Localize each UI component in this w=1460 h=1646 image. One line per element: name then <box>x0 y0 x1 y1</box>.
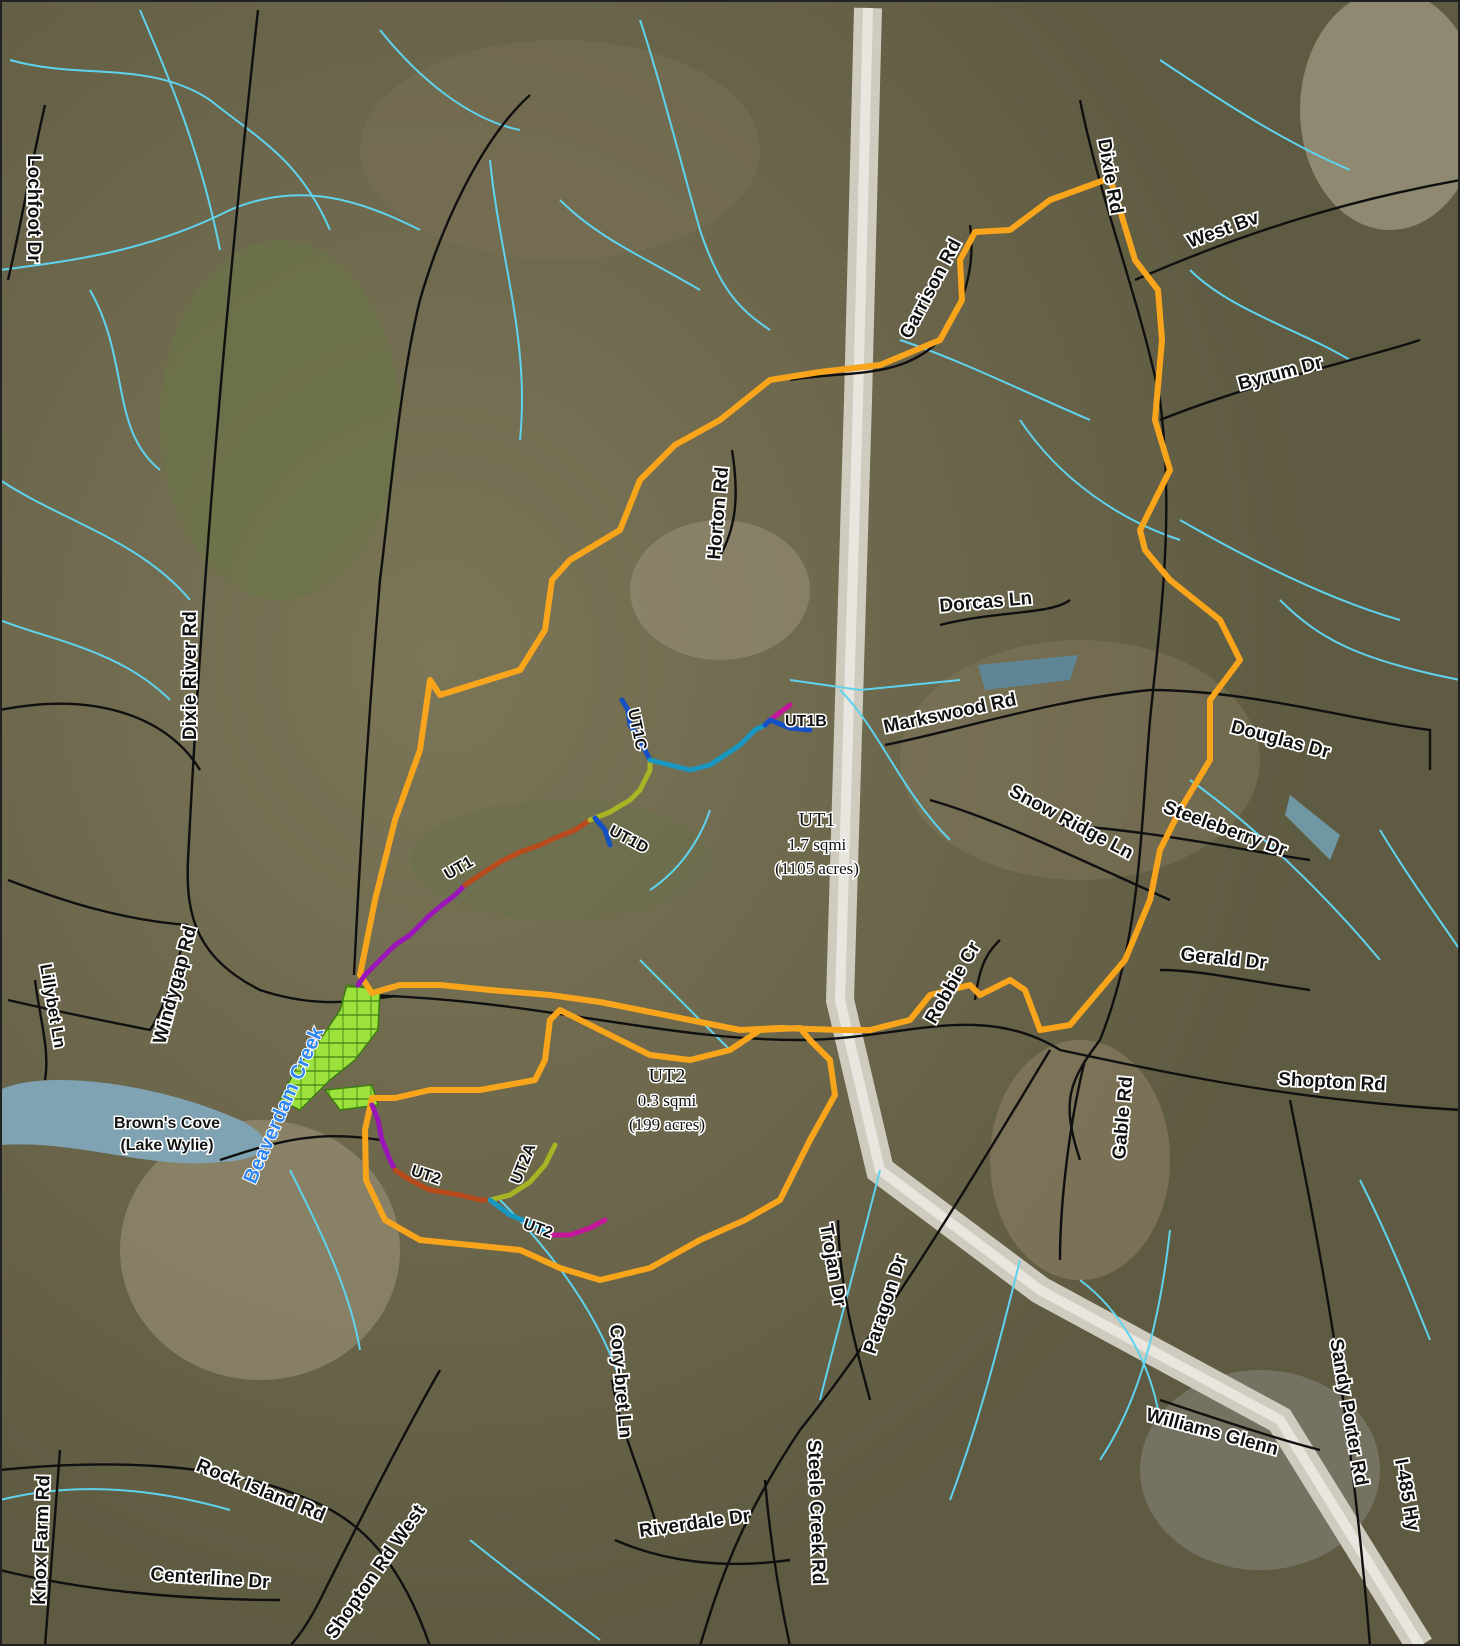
wetland-area <box>278 984 381 1111</box>
watershed-area: 1.7 sqmi <box>788 835 847 854</box>
lake-label: Brown's Cove (Lake Wylie) <box>112 1114 221 1156</box>
reach-ut1-lower <box>355 882 468 988</box>
watershed-boundaries <box>357 175 1243 1283</box>
pond <box>1285 795 1340 860</box>
reach-ut2-upper <box>487 1197 553 1238</box>
reach-ut2-middle <box>392 1167 493 1203</box>
watershed-acres: (199 acres) <box>629 1115 705 1134</box>
reach-ut1-main-upper <box>647 722 768 773</box>
ut2-watershed-boundary <box>362 1007 838 1283</box>
lake-name-sub: (Lake Wylie) <box>120 1137 213 1154</box>
reach-ut1b-east <box>767 717 813 733</box>
stream-label: UT1B <box>785 713 827 730</box>
watershed-acres: (1105 acres) <box>775 859 859 878</box>
watershed-name: UT1 <box>799 809 836 831</box>
watershed-area: 0.3 sqmi <box>638 1091 697 1110</box>
reach-ut1-upper <box>587 787 643 823</box>
ut2-area-label: UT2 0.3 sqmi (199 acres) <box>628 1064 707 1136</box>
wetland-area <box>323 1084 379 1111</box>
pond <box>978 655 1078 690</box>
watershed-name: UT2 <box>649 1065 686 1087</box>
roads-network <box>0 9 1460 1646</box>
browns-cove-lake <box>0 1080 265 1164</box>
reach-ut1c <box>619 697 653 763</box>
reach-ut1d <box>592 815 613 848</box>
reach-ut1b <box>767 702 793 723</box>
reach-ut1-middle <box>462 817 593 888</box>
reach-ut2-lower <box>369 1102 398 1173</box>
ut1-area-label: UT1 1.7 sqmi (1105 acres) <box>774 808 861 880</box>
road-label: Dixie River Rd <box>180 611 201 740</box>
stream-reaches <box>355 697 813 1238</box>
reach-ut2a <box>487 1142 558 1203</box>
road-label: Lochfoot Dr <box>23 155 44 263</box>
streams-network <box>0 9 1460 1641</box>
lake-name: Brown's Cove <box>114 1115 220 1132</box>
reach-ut2-top <box>547 1217 608 1238</box>
reach-ut1c-lower <box>637 757 653 793</box>
